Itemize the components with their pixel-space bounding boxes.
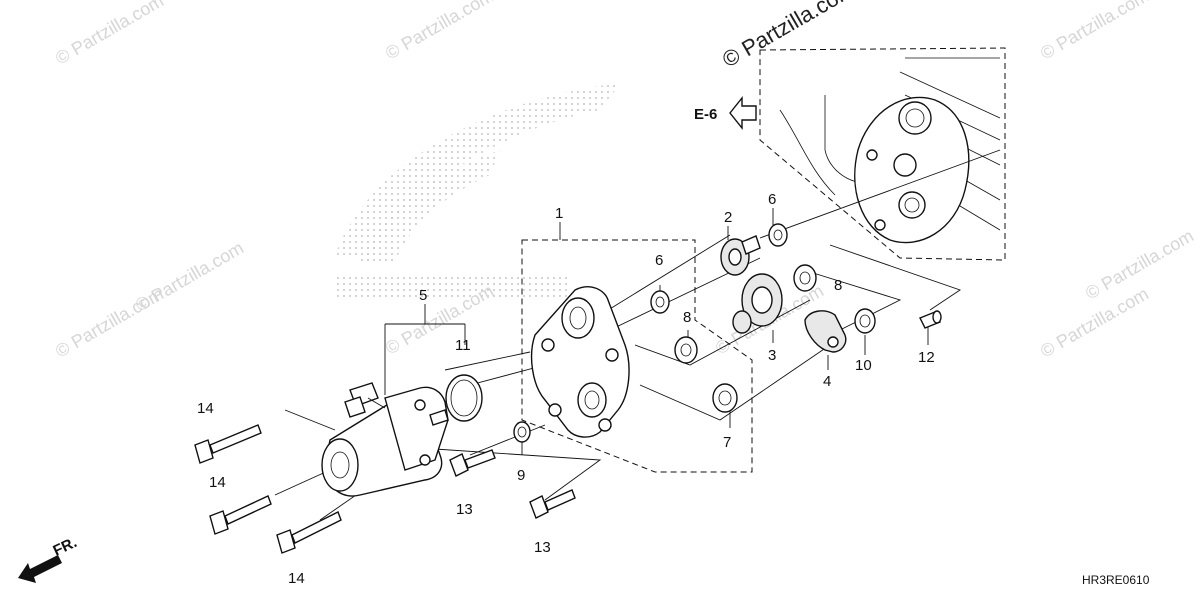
callout-13b: 13 — [534, 539, 551, 556]
callout-12: 12 — [918, 349, 935, 366]
watermark-text: © Partzilla.com — [1037, 0, 1152, 63]
dowel-pin — [919, 310, 942, 329]
diagram-code: HR3RE0610 — [1082, 573, 1150, 587]
bolt-13b — [529, 489, 576, 519]
bearing-8a — [674, 336, 698, 364]
callout-14a: 14 — [197, 400, 214, 417]
callout-2: 2 — [724, 209, 732, 226]
bearing-7 — [712, 383, 738, 413]
callout-4: 4 — [823, 373, 831, 390]
bolt-14b — [209, 495, 272, 535]
callout-3: 3 — [768, 347, 776, 364]
watermark-layer: © Partzilla.com © Partzilla.com © Partzi… — [52, 0, 1197, 361]
callout-14b: 14 — [209, 474, 226, 491]
gear-double — [732, 273, 783, 334]
gear-cover — [530, 286, 630, 438]
gear-small — [720, 235, 761, 276]
reference-label: E-6 — [694, 106, 717, 123]
callout-8a: 8 — [683, 309, 691, 326]
reference-arrow — [729, 96, 757, 130]
callout-labels: 1 2 3 4 5 6 6 7 8 8 9 10 11 12 13 13 14 … — [197, 191, 935, 587]
watermark-text: © Partzilla.com — [132, 237, 247, 315]
watermark-main: © Partzilla.com — [718, 0, 859, 72]
front-label: FR. — [51, 534, 80, 560]
o-ring — [445, 374, 483, 422]
callout-5: 5 — [419, 287, 427, 304]
bearing-10 — [854, 308, 876, 334]
watermark-text: © Partzilla.com — [382, 0, 497, 63]
callout-6a: 6 — [655, 252, 663, 269]
engine-case — [759, 47, 1006, 261]
callout-9: 9 — [517, 467, 525, 484]
callout-11: 11 — [455, 337, 471, 354]
assembly-box — [521, 239, 753, 473]
callout-8b: 8 — [834, 277, 842, 294]
bolt-14c — [276, 511, 342, 554]
bearing-6b — [768, 223, 788, 247]
bolt-13a — [449, 449, 496, 477]
shift-arm — [804, 310, 847, 353]
watermark-text: © Partzilla.com — [52, 0, 167, 68]
front-arrow-icon — [18, 555, 62, 583]
callout-7: 7 — [723, 434, 731, 451]
honda-wing-logo — [335, 84, 620, 300]
leader-lines — [274, 149, 1001, 521]
callout-14c: 14 — [288, 570, 305, 587]
callout-1: 1 — [555, 205, 563, 222]
callout-10: 10 — [855, 357, 872, 374]
shift-motor — [321, 382, 449, 497]
bearing-6a — [650, 290, 670, 314]
bearing-8b — [793, 264, 817, 292]
callout-13a: 13 — [456, 501, 473, 518]
bolt-14a — [194, 424, 262, 464]
washer-9 — [513, 421, 531, 443]
callout-6b: 6 — [768, 191, 776, 208]
